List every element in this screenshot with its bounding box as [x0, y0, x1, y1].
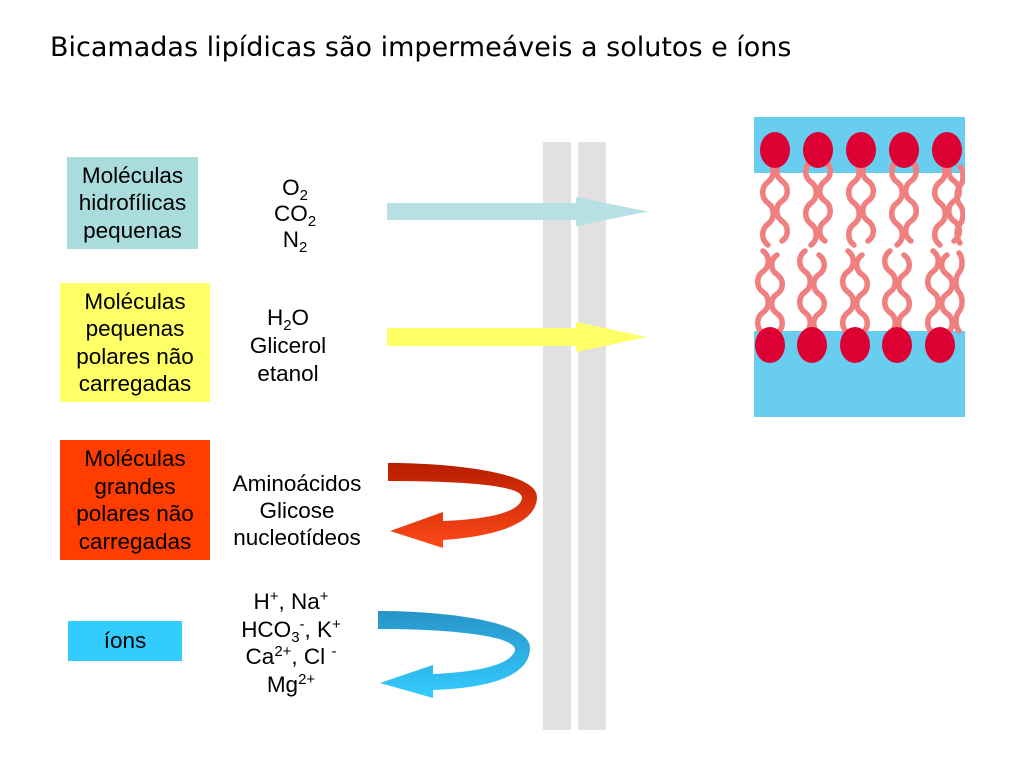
- molecule-subscript: 2: [283, 317, 292, 334]
- slide-title: Bicamadas lipídicas são impermeáveis a s…: [50, 32, 792, 63]
- molecule-superscript: +: [332, 615, 341, 633]
- lipid-tail: [939, 252, 955, 336]
- lipid-head: [803, 132, 833, 168]
- lipid-tail: [925, 248, 941, 336]
- molecule-text: , K: [304, 616, 333, 642]
- molecule-subscript: 2: [298, 239, 308, 256]
- lipid-head: [925, 327, 955, 363]
- molecule-text: nucleotídeos: [233, 525, 361, 550]
- lipid-head: [882, 327, 912, 363]
- molecule-text: Mg: [266, 671, 299, 697]
- molecule-subscript: 2: [299, 187, 308, 204]
- molecule-text: Aminoácidos: [232, 471, 362, 496]
- lipid-head: [797, 327, 827, 363]
- molecule-text: H: [253, 589, 270, 614]
- molecule-line: Glicose: [227, 497, 367, 524]
- molecule-superscript: +: [269, 588, 279, 605]
- lipid-tail: [889, 158, 905, 248]
- lipid-tail: [903, 158, 919, 244]
- molecule-text: HCO: [241, 616, 292, 642]
- lipid-head: [755, 327, 785, 363]
- molecule-line: Glicerol: [228, 332, 348, 360]
- molecule-list-ions: H+, Na+HCO3-, K+Ca2+, Cl -Mg2+: [226, 588, 356, 698]
- molecule-line: HCO3-, K+: [226, 615, 356, 646]
- straight-arrow-icon: [387, 322, 647, 352]
- category-box-large-polar: Moléculas grandes polares não carregadas: [60, 440, 210, 560]
- lipid-tail: [846, 158, 862, 248]
- lipid-tail: [769, 252, 785, 336]
- lipid-tail: [860, 158, 876, 244]
- molecule-text: etanol: [257, 361, 319, 386]
- lipid-head: [760, 132, 790, 168]
- u-turn-arrow-icon: [378, 611, 530, 698]
- lipid-tail: [760, 158, 776, 248]
- lipid-head: [889, 132, 919, 168]
- lipid-tail: [932, 158, 948, 248]
- molecule-line: etanol: [228, 360, 348, 388]
- lipid-tail: [954, 164, 965, 246]
- molecule-superscript: +: [319, 588, 329, 605]
- molecule-line: nucleotídeos: [227, 524, 367, 551]
- molecule-superscript: -: [331, 643, 337, 660]
- category-label: íons: [103, 628, 147, 654]
- straight-arrow-icon: [387, 197, 648, 226]
- molecule-text: Ca: [245, 644, 275, 669]
- molecule-text: N: [282, 227, 299, 252]
- molecule-text: Glicose: [259, 498, 335, 523]
- lipid-tail: [953, 250, 965, 334]
- category-box-small-hydrophilic: Moléculas hidrofílicas pequenas: [67, 157, 198, 249]
- category-label: Moléculas hidrofílicas pequenas: [78, 162, 187, 243]
- lipid-head: [840, 327, 870, 363]
- molecule-text: H: [266, 305, 284, 330]
- lipid-tail: [803, 158, 819, 248]
- lipid-head: [846, 132, 876, 168]
- molecule-line: H+, Na+: [226, 588, 356, 616]
- category-label: Moléculas pequenas polares não carregada…: [76, 288, 194, 397]
- molecule-superscript: 2+: [298, 670, 316, 688]
- molecule-line: Aminoácidos: [227, 470, 367, 497]
- molecule-line: CO2: [235, 201, 355, 230]
- lipid-tail: [840, 248, 856, 336]
- category-label: Moléculas grandes polares não carregadas: [76, 446, 194, 554]
- category-box-small-polar: Moléculas pequenas polares não carregada…: [60, 283, 210, 402]
- u-turn-arrow-icon: [388, 463, 537, 548]
- lipid-tail: [811, 252, 827, 336]
- molecule-line: Ca2+, Cl -: [226, 643, 356, 671]
- molecule-line: O2: [235, 175, 355, 204]
- molecule-line: Mg2+: [226, 671, 356, 699]
- molecule-text: , Cl: [291, 644, 332, 669]
- molecule-line: N2: [235, 227, 355, 256]
- membrane-bar-left: [543, 142, 571, 730]
- lipid-tail: [755, 248, 771, 336]
- category-box-ions: íons: [68, 621, 182, 661]
- molecule-superscript: -: [299, 615, 305, 633]
- molecule-subscript: 2: [307, 213, 317, 230]
- lipid-tail: [817, 158, 833, 244]
- lipid-tail: [896, 252, 912, 336]
- molecule-text: O: [282, 175, 300, 200]
- lipid-head: [932, 132, 962, 168]
- molecule-text: Glicerol: [249, 333, 327, 358]
- lipid-tail: [854, 252, 870, 336]
- molecule-subscript: 3: [291, 628, 300, 646]
- molecule-text: , Na: [278, 589, 320, 614]
- lipid-tail: [774, 158, 790, 244]
- membrane-bar-right: [578, 142, 606, 730]
- molecule-text: CO: [273, 201, 308, 226]
- lipid-tail: [882, 248, 898, 336]
- molecule-text: O: [291, 305, 310, 330]
- lipid-tail: [797, 248, 813, 336]
- molecule-superscript: 2+: [274, 643, 292, 660]
- lipid-bilayer-illustration: [754, 117, 965, 417]
- molecule-line: H2O: [228, 304, 348, 334]
